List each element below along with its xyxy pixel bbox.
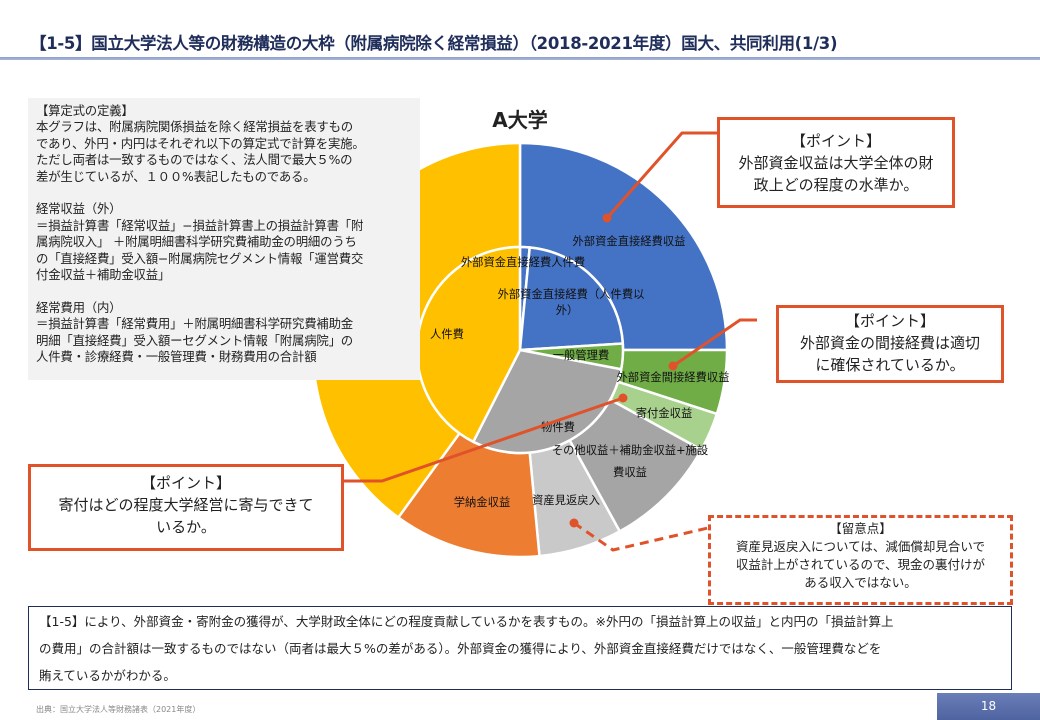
expense-heading: 経常費用（内） bbox=[36, 299, 122, 315]
point-heading: 【ポイント】 bbox=[140, 474, 231, 492]
point-box-external-funds: 【ポイント】 外部資金収益は大学全体の財 政上どの程度の水準か。 bbox=[717, 117, 955, 208]
definition-line: 人件費・診療経費・一般管理費・財務費用の合計額 bbox=[36, 349, 317, 365]
point-text: 寄付はどの程度大学経営に寄与できて bbox=[58, 496, 314, 514]
summary-text: 【1-5】により、外部資金・寄附金の獲得が、大学財政全体にどの程度貢献しているか… bbox=[39, 614, 894, 629]
label-general-admin: 一般管理費 bbox=[553, 348, 610, 362]
title-divider bbox=[0, 57, 1040, 60]
note-heading: 【留意点】 bbox=[829, 521, 892, 536]
point-text: 外部資金の間接経費は適切 bbox=[799, 334, 980, 352]
label-external-direct-personnel: 外部資金直接経費人件費 bbox=[461, 255, 585, 269]
note-text: 収益計上がされているので、現金の裏付けが bbox=[735, 557, 986, 572]
label-external-direct-nonpersonnel-2: 外） bbox=[556, 304, 579, 317]
revenue-heading: 経常収益（外） bbox=[36, 201, 122, 217]
source-citation: 出典：国立大学法人等財務諸表（2021年度） bbox=[36, 705, 201, 714]
label-other-revenue: その他収益＋補助金収益+施設 bbox=[552, 443, 708, 457]
definition-line: ただし両者は一致するものではなく、法人間で最大５%の bbox=[36, 152, 353, 168]
definition-line: の「直接経費」受入額−附属病院セグメント情報「運営費交 bbox=[36, 250, 364, 266]
caution-note-box: 【留意点】 資産見返戻入については、減価償却見合いで 収益計上がされているので、… bbox=[708, 515, 1013, 605]
definition-line: 差が生じているが、１００%表記したものである。 bbox=[36, 168, 316, 184]
definition-heading: 【算定式の定義】 bbox=[36, 103, 134, 118]
label-personnel-cost: 人件費 bbox=[430, 327, 464, 341]
point-box-donations: 【ポイント】 寄付はどの程度大学経営に寄与できて いるか。 bbox=[28, 464, 344, 551]
definition-line: ＝損益計算書「経常収益」−損益計算書上の損益計算書「附 bbox=[36, 217, 364, 233]
point-text: いるか。 bbox=[156, 518, 216, 536]
label-asset-reversal: 資産見返戻入 bbox=[532, 494, 600, 507]
definition-line: 明細「直接経費」受入額ーセグメント情報「附属病院」の bbox=[36, 332, 353, 348]
label-tuition-revenue: 学納金収益 bbox=[454, 495, 511, 509]
page-number: 18 bbox=[937, 693, 1040, 720]
definition-line: 付金収益＋補助金収益」 bbox=[36, 267, 171, 283]
label-donation-revenue: 寄付金収益 bbox=[636, 406, 693, 420]
label-property-cost: 物件費 bbox=[541, 420, 575, 434]
definition-line: であり、外円・内円はそれぞれ以下の算定式で計算を実施。 bbox=[36, 135, 365, 151]
point-box-indirect-costs: 【ポイント】 外部資金の間接経費は適切 に確保されているか。 bbox=[776, 305, 1004, 383]
point-text: 外部資金収益は大学全体の財 bbox=[738, 154, 934, 172]
label-external-indirect-revenue: 外部資金間接経費収益 bbox=[617, 370, 730, 384]
chart-title: A大学 bbox=[492, 108, 548, 132]
definition-line: 属病院収入」 ＋附属明細書科学研究費補助金の明細のうち bbox=[36, 234, 357, 250]
summary-text: 賄えているかがわかる。 bbox=[39, 668, 176, 683]
label-external-direct-revenue: 外部資金直接経費収益 bbox=[573, 234, 686, 248]
definition-line: 本グラフは、附属病院関係損益を除く経常損益を表すもの bbox=[36, 119, 353, 135]
point-text: に確保されているか。 bbox=[815, 356, 965, 374]
summary-box: 【1-5】により、外部資金・寄附金の獲得が、大学財政全体にどの程度貢献しているか… bbox=[28, 606, 1012, 690]
label-other-revenue-2: 費収益 bbox=[613, 465, 647, 479]
point-heading: 【ポイント】 bbox=[790, 132, 881, 150]
point-heading: 【ポイント】 bbox=[844, 312, 935, 330]
inner-ring-slice-1 bbox=[518, 246, 625, 352]
summary-text: の費用」の合計額は一致するものではない（両者は最大５%の差がある）。外部資金の獲… bbox=[39, 641, 882, 656]
point-text: 政上どの程度の水準か。 bbox=[753, 176, 919, 194]
definition-box: 【算定式の定義】 本グラフは、附属病院関係損益を除く経常損益を表すもの であり、… bbox=[28, 98, 420, 380]
page-title: 【1-5】国立大学法人等の財務構造の大枠（附属病院除く経常損益）（2018-20… bbox=[30, 34, 838, 53]
definition-line: ＝損益計算書「経常費用」＋附属明細書科学研究費補助金 bbox=[36, 316, 353, 332]
note-text: 資産見返戻入については、減価償却見合いで bbox=[735, 539, 985, 554]
note-text: ある収入ではない。 bbox=[804, 575, 917, 590]
label-external-direct-nonpersonnel: 外部資金直接経費（人件費以 bbox=[498, 287, 645, 301]
